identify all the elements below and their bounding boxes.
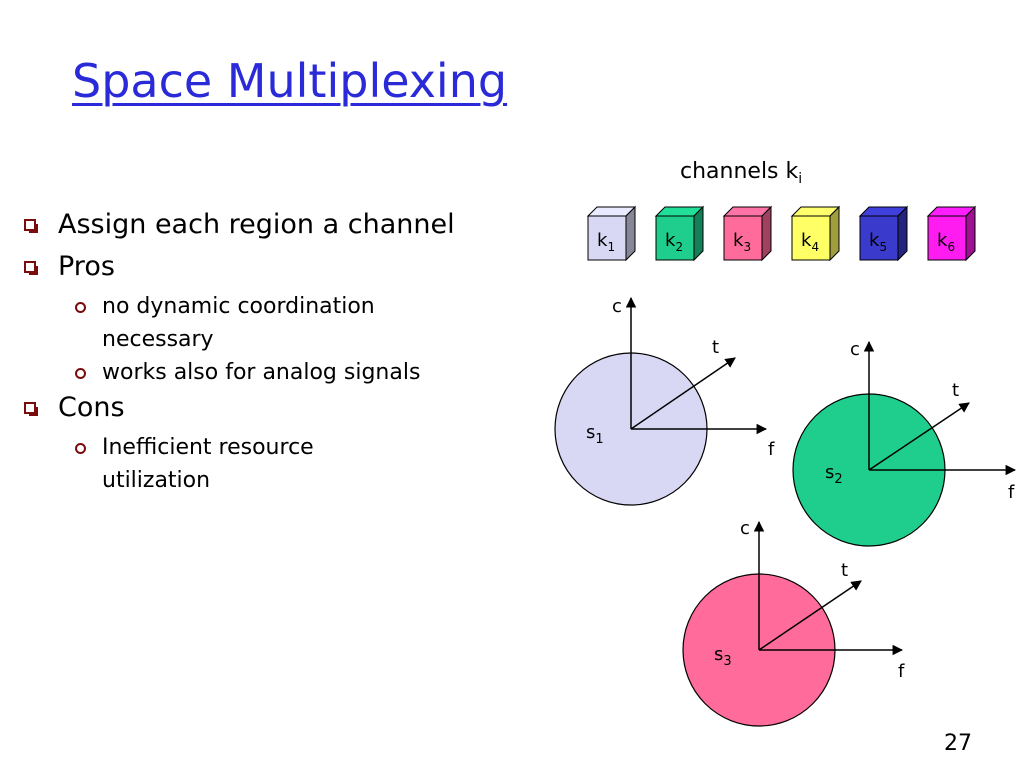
sub-bullet-item: Inefficient resource utilization xyxy=(22,431,522,497)
circle-bullet-icon xyxy=(75,368,86,379)
channels-label: channels ki xyxy=(680,159,802,187)
region-label: s1 xyxy=(586,422,604,447)
region-s2: c t f s2 xyxy=(792,339,1017,547)
channel-label: k5 xyxy=(869,230,887,254)
capacity-axis-label: c xyxy=(740,518,750,539)
cube-front-face xyxy=(587,215,627,261)
region-s3: c t f s3 xyxy=(682,518,905,727)
bullet-text: Assign each region a channel xyxy=(58,209,455,240)
bullet-item: Cons xyxy=(22,389,522,427)
channel-cube: k1 xyxy=(586,205,637,262)
channel-cube: k6 xyxy=(926,205,977,262)
channel-label: k1 xyxy=(597,230,615,254)
region-label: s2 xyxy=(825,462,843,487)
time-axis xyxy=(868,402,970,471)
bullet-text: works also for analog signals xyxy=(102,360,421,385)
cube-side-face xyxy=(625,205,636,262)
channel-cube-row: k1 k2 k3 k4 k5 k6 xyxy=(586,205,977,262)
circle-bullet-icon xyxy=(75,302,86,313)
time-axis xyxy=(630,357,736,430)
frequency-axis-label: f xyxy=(768,439,775,460)
channel-label: k3 xyxy=(733,230,751,254)
time-axis-label: t xyxy=(712,337,719,358)
cube-front-face xyxy=(859,215,899,261)
sub-bullet-item: works also for analog signals xyxy=(22,356,522,389)
channel-label: k6 xyxy=(937,230,955,254)
time-axis-label: t xyxy=(841,560,848,581)
frequency-axis-label: f xyxy=(898,661,905,682)
square-bullet-icon xyxy=(24,261,38,275)
time-axis-label: t xyxy=(952,380,959,401)
slide-title: Space Multiplexing xyxy=(72,54,508,108)
bullet-text: Cons xyxy=(58,392,125,423)
bullet-text: Inefficient resource xyxy=(102,435,314,460)
cube-side-face xyxy=(829,205,840,262)
cube-front-face xyxy=(927,215,967,261)
cube-front-face xyxy=(723,215,763,261)
frequency-axis-label: f xyxy=(1008,482,1015,503)
region-s1: c t f s1 xyxy=(554,296,775,506)
cube-front-face xyxy=(655,215,695,261)
channel-cube: k3 xyxy=(722,205,773,262)
square-bullet-icon xyxy=(24,219,38,233)
channel-cube: k4 xyxy=(790,205,841,262)
cube-side-face xyxy=(761,205,772,262)
bullet-text: Pros xyxy=(58,251,115,282)
capacity-axis-label: c xyxy=(612,296,622,317)
bullet-text-continuation: utilization xyxy=(102,468,211,493)
cube-side-face xyxy=(693,205,704,262)
bullet-text-continuation: necessary xyxy=(102,327,214,352)
cube-front-face xyxy=(791,215,831,261)
bullet-item: Assign each region a channel xyxy=(22,206,522,244)
page-number: 27 xyxy=(944,731,972,756)
channel-label: k4 xyxy=(801,230,819,254)
circle-bullet-icon xyxy=(75,443,86,454)
bullet-text: no dynamic coordination xyxy=(102,294,375,319)
capacity-axis-label: c xyxy=(850,339,860,360)
bullet-list: Assign each region a channel Pros no dyn… xyxy=(22,206,522,497)
sub-bullet-item: no dynamic coordination necessary xyxy=(22,290,522,356)
channel-label: k2 xyxy=(665,230,683,254)
bullet-item: Pros xyxy=(22,248,522,286)
channel-cube: k2 xyxy=(654,205,705,262)
region-label: s3 xyxy=(714,644,732,669)
cube-side-face xyxy=(965,205,976,262)
square-bullet-icon xyxy=(24,402,38,416)
channel-cube: k5 xyxy=(858,205,909,262)
time-axis xyxy=(758,580,862,651)
cube-side-face xyxy=(897,205,908,262)
